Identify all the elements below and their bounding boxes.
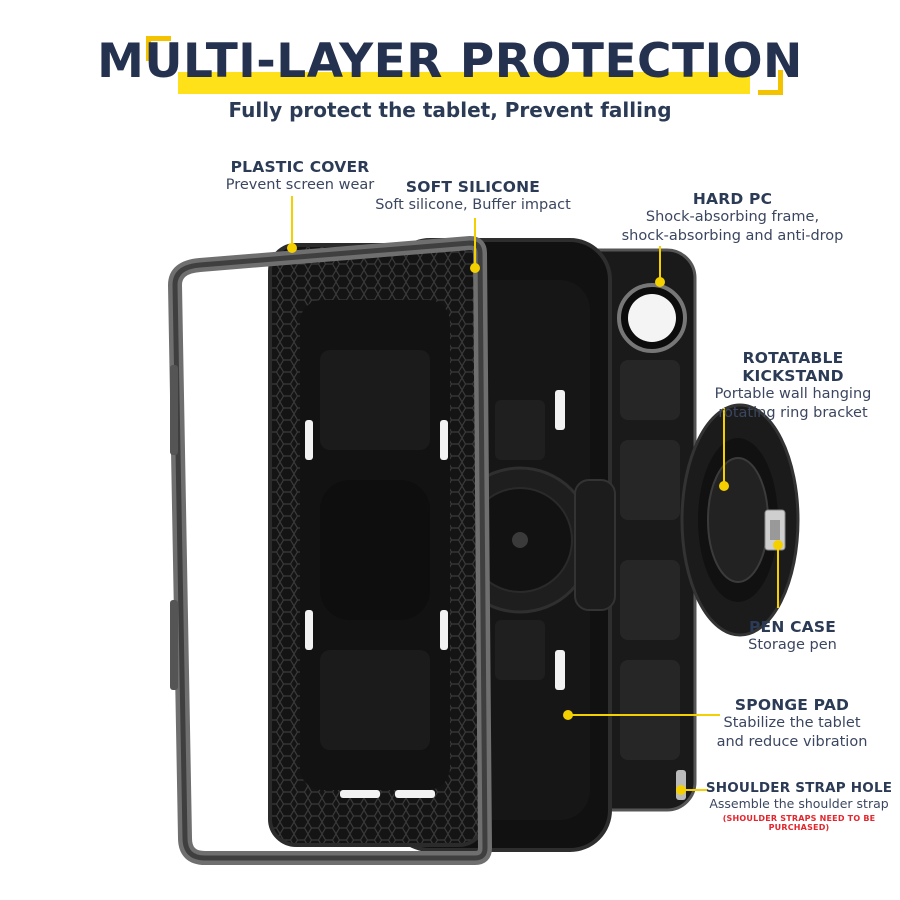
callout-title: PEN CASE bbox=[748, 618, 837, 636]
page-subtitle: Fully protect the tablet, Prevent fallin… bbox=[228, 98, 672, 122]
callout-title: SOFT SILICONE bbox=[405, 178, 541, 196]
dot-kickstand bbox=[719, 481, 729, 491]
callout-title: SPONGE PAD bbox=[734, 696, 850, 714]
callout-soft-silicone: SOFT SILICONE Soft silicone, Buffer impa… bbox=[368, 178, 578, 215]
dot-sponge-pad bbox=[563, 710, 573, 720]
title-highlight-bar bbox=[178, 72, 750, 94]
callout-desc: Prevent screen wear bbox=[225, 177, 375, 193]
callout-desc: Soft silicone, Buffer impact bbox=[375, 197, 571, 213]
callout-title: PLASTIC COVER bbox=[230, 158, 370, 176]
callout-leaders bbox=[291, 196, 779, 791]
corner-bracket-top-left bbox=[146, 36, 171, 61]
plastic-cover-frame bbox=[168, 236, 492, 865]
dot-strap-hole bbox=[676, 785, 686, 795]
callout-desc: Stabilize the tablet bbox=[723, 715, 861, 731]
callout-title: HARD PC bbox=[692, 190, 773, 208]
page-title: MULTI-LAYER PROTECTION bbox=[97, 34, 803, 89]
callout-desc: Assemble the shoulder strap bbox=[709, 796, 889, 811]
kickstand-disc bbox=[680, 403, 800, 637]
callout-kickstand: ROTATABLE KICKSTAND Portable wall hangin… bbox=[692, 349, 894, 423]
dot-pen-case bbox=[773, 540, 783, 550]
dot-soft-silicone bbox=[470, 263, 480, 273]
callout-title: ROTATABLE KICKSTAND bbox=[742, 349, 844, 385]
callout-desc: rotating ring bracket bbox=[718, 405, 868, 421]
callout-sponge-pad: SPONGE PAD Stabilize the tablet and redu… bbox=[712, 696, 872, 752]
callout-title: SHOULDER STRAP HOLE bbox=[705, 780, 893, 796]
dot-hard-pc bbox=[655, 277, 665, 287]
soft-silicone-layer bbox=[268, 243, 487, 847]
title-block: MULTI-LAYER PROTECTION bbox=[0, 28, 900, 98]
callout-desc: shock-absorbing and anti-drop bbox=[621, 228, 844, 244]
callout-desc: Storage pen bbox=[748, 637, 837, 653]
callout-desc: and reduce vibration bbox=[716, 734, 868, 750]
callout-desc: Portable wall hanging bbox=[714, 386, 872, 402]
purchase-warning: (SHOULDER STRAPS NEED TO BE PURCHASED) bbox=[722, 814, 876, 832]
callout-strap-hole: SHOULDER STRAP HOLE Assemble the shoulde… bbox=[702, 780, 896, 832]
dot-plastic-cover bbox=[287, 243, 297, 253]
callout-pen-case: PEN CASE Storage pen bbox=[730, 618, 855, 655]
callout-desc: Shock-absorbing frame, bbox=[645, 209, 820, 225]
corner-bracket-bottom-right bbox=[758, 70, 783, 95]
callout-hard-pc: HARD PC Shock-absorbing frame, shock-abs… bbox=[610, 190, 855, 246]
callout-plastic-cover: PLASTIC COVER Prevent screen wear bbox=[210, 158, 390, 195]
